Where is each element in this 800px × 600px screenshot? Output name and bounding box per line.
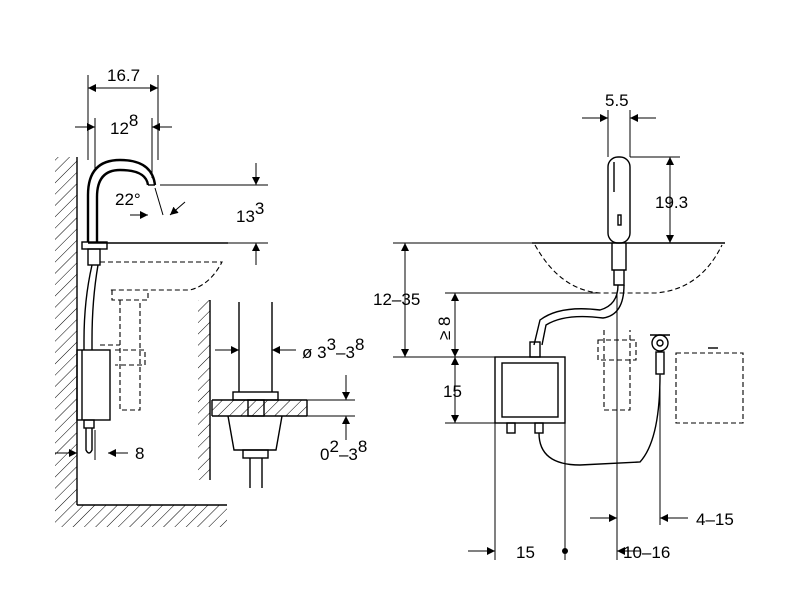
dim-tap-width: 5.5 bbox=[605, 91, 629, 110]
supply-hose-front bbox=[533, 284, 619, 346]
dim-box-width: 15 bbox=[516, 543, 535, 562]
dim-box-offset: 10–16 bbox=[623, 543, 670, 562]
wall-cavity-box bbox=[675, 352, 744, 424]
sensor-connector bbox=[650, 334, 670, 375]
basin-outline bbox=[88, 242, 228, 411]
tap-front bbox=[607, 156, 631, 286]
left-side-view: 16.7 128 22° 133 8 bbox=[55, 66, 268, 527]
dim-outlet-offset: 128 bbox=[110, 111, 138, 138]
detail-mounting-view: ø 33–38 02–38 bbox=[198, 300, 367, 488]
supply-hose bbox=[83, 264, 93, 350]
dim-spout-reach: 16.7 bbox=[107, 66, 140, 85]
wall-hatching bbox=[55, 157, 227, 527]
dim-wall-gap: 8 bbox=[135, 444, 144, 463]
control-box-front bbox=[494, 341, 661, 466]
dim-angle: 22° bbox=[115, 190, 141, 209]
control-box bbox=[76, 349, 111, 454]
dim-tap-height: 19.3 bbox=[655, 193, 688, 212]
dim-slab-thickness: 02–38 bbox=[320, 437, 367, 464]
dim-sensor-offset: 4–15 bbox=[696, 510, 734, 529]
dim-box-height: 15 bbox=[443, 382, 462, 401]
basin-front bbox=[532, 242, 725, 411]
right-front-view: 5.5 19.3 12–35 ≥ 8 15 15 10–16 4–1 bbox=[373, 91, 744, 562]
dim-min-clearance: ≥ 8 bbox=[435, 316, 454, 340]
dim-outlet-height: 133 bbox=[236, 199, 264, 226]
dim-basin-to-box: 12–35 bbox=[373, 290, 420, 309]
dim-hole-diameter: ø 33–38 bbox=[302, 335, 364, 362]
spout bbox=[81, 158, 157, 266]
